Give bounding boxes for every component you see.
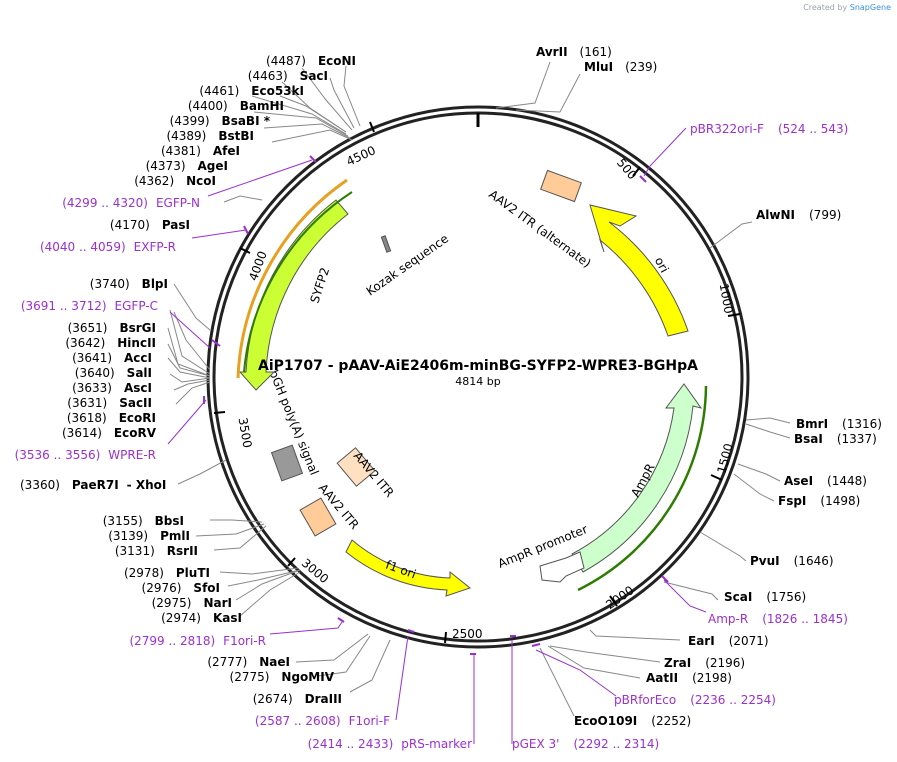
enzyme-hincii: (3642)HincII [65,336,156,350]
tick-marks [213,121,741,644]
enzyme-ecorv: (3614)EcoRV [62,426,157,440]
tick-3500: 3500 [236,416,255,449]
kozak-feature [380,235,392,253]
ori-feature [589,204,689,337]
enzyme-ecori: (3618)EcoRI [67,411,156,425]
primer-egfp-c: (3691 .. 3712)EGFP-C [21,299,158,313]
enzyme-asei: AseI(1448) [784,474,867,488]
enzyme-sali: (3640)SalI [75,366,152,380]
f1-ori-feature [345,539,472,597]
enzyme-nari: (2975)NarI [152,596,232,610]
primer-pbr322ori-f: pBR322ori-F(524 .. 543) [690,122,848,136]
aav2-itr-feature-1 [299,497,337,537]
enzyme-rsrii: (3131)RsrII [115,544,198,558]
ampr-feature [571,383,703,573]
tick-4000: 4000 [246,249,270,282]
enzyme-sacii: (3631)SacII [67,396,152,410]
backbone-outer [206,105,750,649]
enzyme-mlui: MluI(239) [584,60,657,74]
enzyme-econi: (4487)EcoNI [266,54,356,68]
enzyme-leaders [167,61,791,717]
primer-wpre-r: (3536 .. 3556)WPRE-R [15,448,156,462]
plasmid-size: 4814 bp [455,375,500,388]
tick-500: 500 [614,156,639,183]
enzyme-sfoi: (2976)SfoI [142,581,220,595]
enzyme-aatii: AatII(2198) [646,671,732,685]
enzyme-ncoi: (4362)NcoI [134,174,216,188]
enzyme-ngomiv: (2775)NgoMIV [230,670,335,684]
enzyme-bsai: BsaI(1337) [794,432,877,446]
tick-2500: 2500 [452,627,483,641]
enzyme-draiii: (2674)DraIII [253,692,342,706]
enzyme-bamhi: (4400)BamHI [188,99,284,113]
primer-amp-r: Amp-R(1826 .. 1845) [708,612,848,626]
syfp2-feature [238,199,349,391]
primer-pgex3: pGEX 3'(2292 .. 2314) [512,737,659,751]
ori-label: ori [652,255,672,275]
enzyme-agei: (4373)AgeI [146,159,228,173]
kozak-label: Kozak sequence [364,231,451,298]
enzyme-ecoo109i: EcoO109I(2252) [574,714,691,728]
enzyme-alwni: AlwNI(799) [756,208,841,222]
aav2-itr-feature-2 [336,447,376,487]
enzyme-pvui: PvuI(1646) [750,554,834,568]
enzyme-blpi: (3740)BlpI [90,277,168,291]
enzyme-eco53ki: (4461)Eco53kI [199,84,304,98]
enzyme-pluti: (2978)PluTI [124,566,210,580]
snapgene-brand: SnapGene [849,3,891,12]
enzyme-bbsi: (3155)BbsI [103,514,184,528]
enzyme-fspi: FspI(1498) [778,494,860,508]
primer-exfp-r: (4040 .. 4059)EXFP-R [40,240,176,254]
enzyme-asci: (3633)AscI [72,381,152,395]
syfp2-highlight-orange [236,178,348,379]
enzyme-acci: (3641)AccI [72,351,152,365]
syfp2-label: SYFP2 [308,266,333,305]
bgh-polya-feature [270,444,304,482]
plasmid-title: AiP1707 - pAAV-AiE2406m-minBG-SYFP2-WPRE… [258,358,698,374]
primer-f1ori-f: (2587 .. 2608)F1ori-F [255,714,390,728]
tick-1000: 1000 [717,282,736,315]
primer-f1ori-r: (2799 .. 2818)F1ori-R [129,634,266,648]
enzyme-kasi: (2974)KasI [161,611,242,625]
aav2-itr-alternate-feature [540,169,582,203]
enzyme-bsrgi: (3651)BsrGI [68,321,156,335]
primer-prs-marker: (2414 .. 2433)pRS-marker [308,737,472,751]
enzyme-paer7i-xhoi: (3360)PaeR7I- XhoI [20,478,166,492]
enzyme-zrai: ZraI(2196) [664,656,745,670]
enzyme-scai: ScaI(1756) [724,590,806,604]
ampr-highlight [577,385,708,592]
primer-pbrforeco: pBRforEco(2236 .. 2254) [614,693,776,707]
enzyme-naei: (2777)NaeI [207,655,290,669]
primer-marks [203,155,669,655]
enzyme-bsabi: (4399)BsaBI * [170,114,271,128]
aav2-itr-alternate-label: AAV2 ITR (alternate) [486,187,593,270]
snapgene-credit: Created by SnapGene [803,3,891,12]
enzyme-pasi: (4170)PasI [110,218,190,232]
primer-egfp-n: (4299 .. 4320)EGFP-N [62,196,200,210]
ampr-promoter-feature [539,551,585,583]
syfp2-highlight-green [243,191,353,373]
enzyme-eari: EarI(2071) [688,634,769,648]
enzyme-bstbi: (4389)BstBI [166,129,254,143]
primer-leaders [167,127,707,744]
enzyme-saci: (4463)SacI [248,69,328,83]
enzyme-bmri: BmrI(1316) [796,417,882,431]
enzyme-afei: (4381)AfeI [161,144,240,158]
enzyme-pmli: (3139)PmlI [108,529,190,543]
enzyme-avrii: AvrII(161) [536,45,612,59]
